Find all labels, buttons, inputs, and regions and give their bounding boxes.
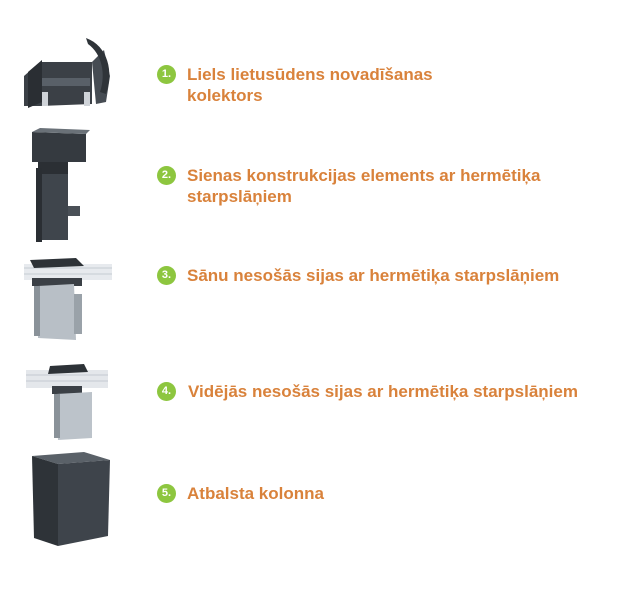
item-label: Atbalsta kolonna (187, 484, 324, 503)
step-number-badge: 3. (157, 266, 176, 285)
step-number-badge: 4. (157, 382, 176, 401)
item-label-continued: kolektors (187, 86, 263, 105)
step-number-badge: 5. (157, 484, 176, 503)
item-label: Sienas konstrukcijas elements ar hermēti… (187, 166, 541, 185)
item-label: Liels lietusūdens novadīšanas (187, 65, 433, 84)
side-support-beam-icon (24, 258, 112, 340)
step-number-badge: 1. (157, 65, 176, 84)
rain-gutter-collector-icon (24, 38, 110, 108)
step-number-badge: 2. (157, 166, 176, 185)
item-label-continued: starpslāņiem (187, 187, 292, 206)
item-label: Vidējās nesošās sijas ar hermētiķa starp… (188, 382, 578, 401)
support-column-icon (32, 452, 110, 546)
middle-support-beam-icon (26, 364, 108, 440)
item-label: Sānu nesošās sijas ar hermētiķa starpslā… (187, 266, 560, 285)
wall-profile-element-icon (32, 128, 90, 242)
